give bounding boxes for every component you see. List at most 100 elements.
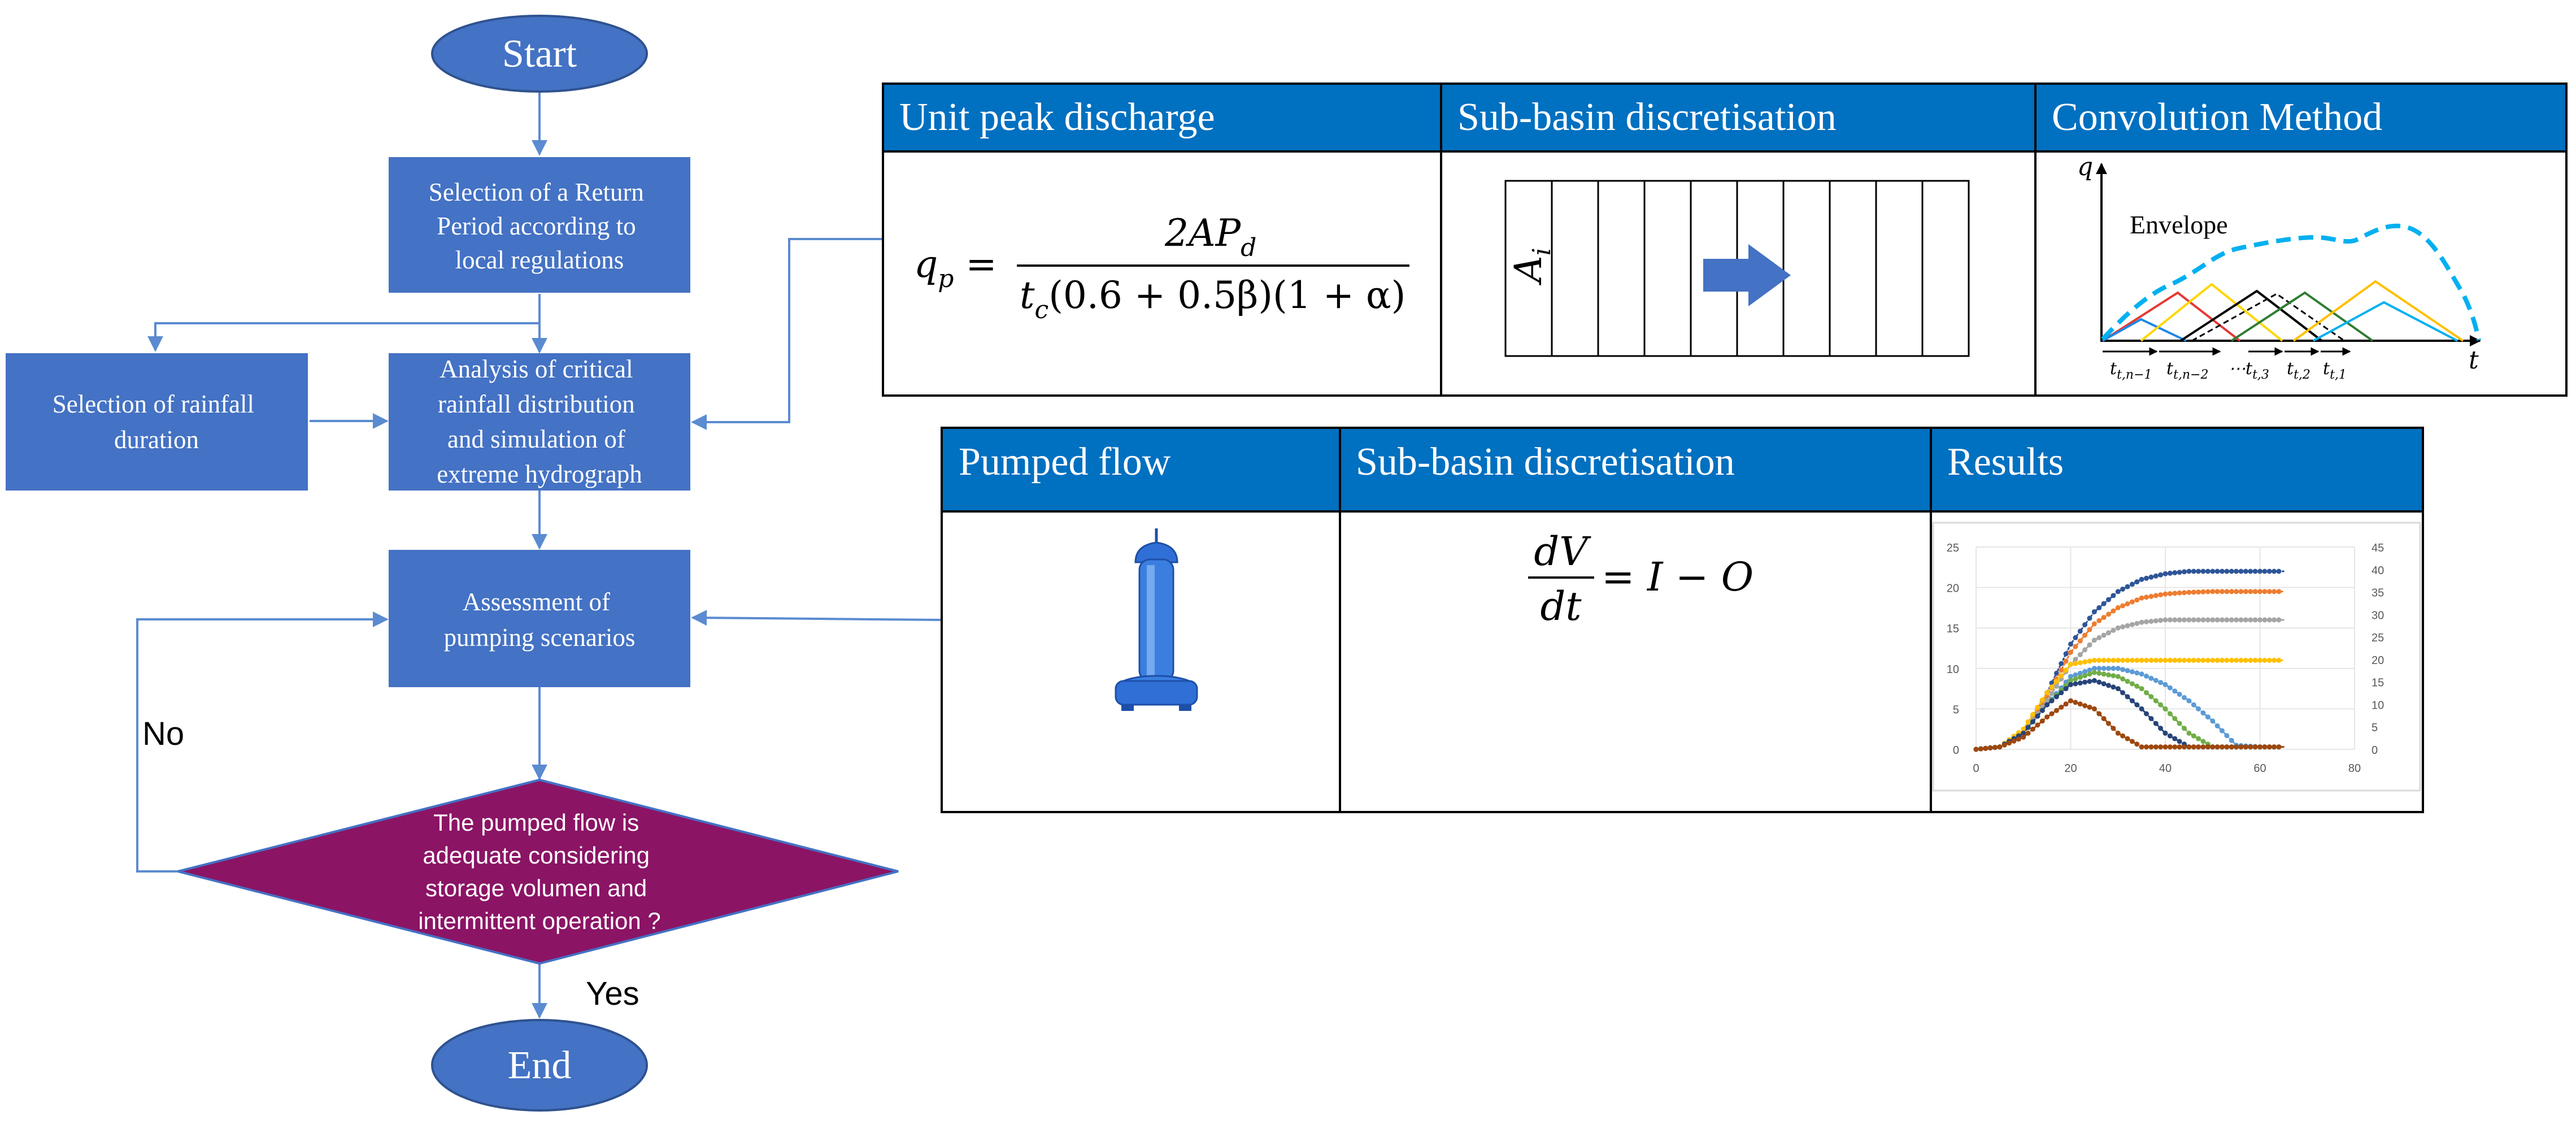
right-tick-label: 25 (2372, 632, 2384, 644)
series-point (2096, 666, 2102, 671)
series-point (2191, 658, 2196, 663)
series-point (2158, 658, 2164, 663)
left-tick-label: 5 (1953, 704, 1959, 716)
hydrograph-dashed (2191, 293, 2345, 342)
series-point (2144, 690, 2149, 696)
series-point (2082, 679, 2088, 685)
series-point (2129, 669, 2135, 675)
segment-label-2: t (2166, 359, 2174, 379)
series-point (2111, 608, 2116, 614)
flowchart: Start Selection of a Return Period accor… (6, 15, 942, 1112)
series-point (2162, 591, 2168, 597)
series-point (2191, 589, 2196, 595)
svg-text:Selection of rainfall: Selection of rainfall duration (53, 390, 261, 454)
series-point (2049, 711, 2055, 717)
series-point (2214, 658, 2220, 663)
series-point (2077, 670, 2083, 676)
series-point (2139, 595, 2144, 601)
svg-text:Analysis of critical r: Analysis of critical rainfall distributi… (437, 355, 642, 488)
series-point (2139, 686, 2144, 692)
series-point (2205, 617, 2211, 623)
series-point (2082, 659, 2088, 665)
header-sub-basin-discretisation: Sub-basin discretisation (1457, 96, 1837, 139)
analysis-line-1: Analysis of critical (440, 355, 633, 383)
right-tick-label: 20 (2372, 654, 2384, 667)
series-point (2172, 617, 2178, 623)
series-point (2106, 721, 2111, 726)
series-point (2177, 721, 2182, 726)
series-point (2276, 568, 2282, 574)
series-point (2134, 579, 2140, 585)
series-point (2276, 589, 2282, 594)
series-point (2129, 622, 2135, 627)
series-point (2125, 658, 2130, 663)
series-point (2200, 744, 2206, 750)
series-point (2210, 658, 2216, 663)
right-tick-label: 5 (2372, 722, 2378, 734)
series-point (2096, 618, 2102, 623)
segment-sub-4: t,2 (2294, 368, 2310, 382)
formula-lhs: q (914, 242, 938, 286)
series-point (2200, 658, 2206, 663)
series-point (2139, 576, 2144, 582)
series-point (2162, 730, 2168, 736)
series-point (2200, 739, 2206, 744)
series-point (2068, 674, 2073, 679)
convolution-q-label: q (2077, 153, 2093, 181)
series-point (2125, 668, 2130, 674)
series-point (2011, 738, 2017, 744)
series-point (2167, 617, 2173, 623)
series-point (2224, 733, 2230, 739)
series-point (2077, 638, 2083, 644)
series-point (2205, 744, 2211, 750)
series-point (2162, 706, 2168, 711)
series-point (2025, 724, 2031, 730)
series-point (1997, 744, 2003, 750)
series-point (2248, 658, 2253, 663)
series-point (2091, 621, 2097, 627)
series-point (2229, 568, 2234, 574)
series-point (2044, 690, 2050, 696)
series-point (2053, 694, 2059, 700)
series-point (2220, 589, 2225, 594)
series-point (2272, 617, 2277, 623)
series-point (2039, 718, 2045, 724)
series-point (2091, 637, 2097, 643)
series-point (2106, 630, 2111, 636)
series-point (2091, 678, 2097, 683)
series-point (2073, 635, 2078, 640)
formula-lhs-sub: p (938, 264, 954, 293)
series-point (2182, 617, 2187, 623)
left-tick-label: 0 (1953, 744, 1959, 757)
series-point (2153, 721, 2159, 726)
series-point (2068, 682, 2073, 687)
series-point (2059, 690, 2064, 696)
series-point (2266, 658, 2272, 663)
connectors (136, 90, 942, 1019)
series-point (2087, 671, 2092, 677)
series-point (2153, 678, 2159, 683)
series-point (2063, 701, 2069, 707)
series-point (2238, 744, 2244, 750)
series-point (2139, 706, 2144, 711)
series-point (2030, 711, 2035, 717)
series-point (2082, 703, 2088, 709)
series-point (2115, 589, 2121, 594)
series-point (2115, 730, 2121, 736)
series-point (2167, 570, 2173, 576)
series-point (2139, 744, 2144, 750)
series-point (2153, 744, 2159, 750)
series-point (2148, 744, 2154, 750)
series-point (2238, 568, 2244, 574)
series-point (2182, 726, 2187, 731)
series-point (2087, 679, 2092, 684)
series-point (2243, 568, 2248, 574)
series-point (2177, 692, 2182, 697)
series-point (2073, 681, 2078, 687)
series-point (2016, 736, 2021, 742)
series-point (2172, 591, 2178, 596)
series-point (2158, 592, 2164, 597)
equation-denominator: dt (1541, 583, 1582, 630)
peak-discharge-formula: qp = 2APd tc(0.6 + 0.5β)(1 + α) (914, 211, 1409, 324)
